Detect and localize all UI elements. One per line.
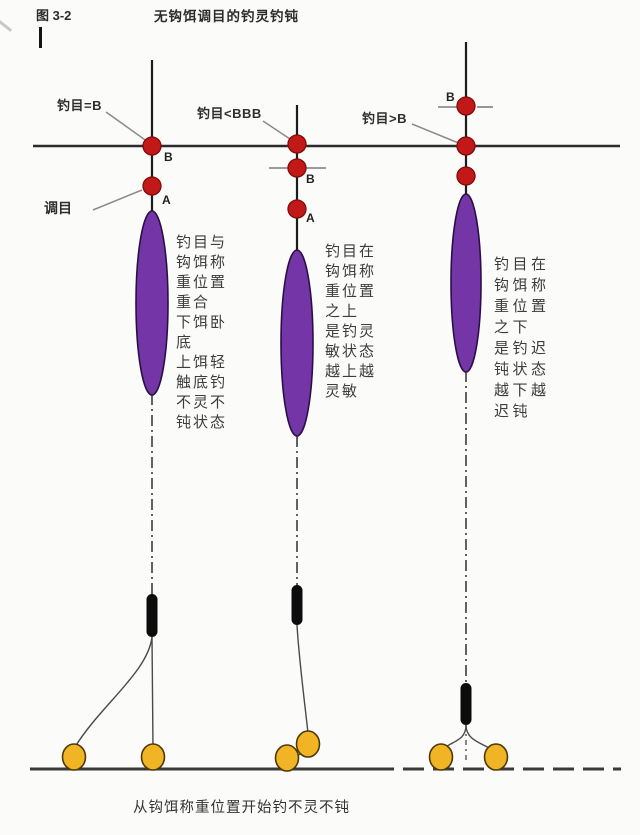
desc-line: 之下 [494, 319, 532, 336]
left-bead-a [142, 176, 162, 196]
desc-line: 敏状态 [325, 343, 377, 360]
middle-hooklink [296, 624, 309, 734]
desc-line: 灵敏 [325, 383, 360, 400]
right-bead-waterline [456, 136, 476, 156]
tiao-mu-label: 调目 [44, 200, 72, 216]
middle-condition-pointer-line [262, 120, 294, 142]
left-bead-a-letter: A [162, 193, 171, 207]
right-description-block: 钓目在 钩饵称 重位置 之下 是钓迟 钝状态 越下越 迟钝 [494, 254, 550, 422]
desc-line: 触底钓 [176, 374, 228, 391]
desc-line: 钓目在 [494, 256, 550, 273]
left-condition-pointer-line [105, 111, 149, 143]
right-bait-right [483, 743, 509, 771]
middle-bait-raised [295, 730, 321, 758]
left-condition-label: 钓目=B [57, 98, 102, 113]
middle-bead-a [287, 199, 307, 219]
middle-float-body [280, 249, 314, 437]
desc-line: 重位置 [494, 298, 550, 315]
desc-line: 下饵卧 [176, 314, 228, 331]
desc-line: 钩饵称 [494, 277, 550, 294]
left-hooklink-straight [151, 636, 154, 749]
desc-line: 越上越 [325, 363, 377, 380]
left-description-block: 钓目与 钩饵称 重位置 重合 下饵卧 底 上饵轻 触底钓 不灵不 钝状态 [176, 233, 227, 433]
desc-line: 之上 [325, 303, 360, 320]
desc-line: 底 [176, 334, 194, 351]
right-bait-left [428, 743, 454, 771]
right-bead-b-above-water [456, 96, 476, 116]
desc-line: 迟钝 [494, 403, 532, 420]
desc-line: 钝状态 [494, 361, 550, 378]
figure-tick-mark [39, 27, 42, 48]
desc-line: 钩饵称 [176, 254, 228, 271]
middle-sinker [291, 585, 303, 625]
desc-line: 重合 [176, 294, 211, 311]
desc-line: 重位置 [325, 283, 377, 300]
figure-number-label: 图 3-2 [36, 8, 72, 23]
left-float-body [135, 210, 169, 396]
desc-line: 不灵不 [176, 394, 228, 411]
left-bait-right [140, 743, 166, 771]
desc-line: 是钓迟 [494, 340, 550, 357]
middle-bead-b-letter: B [306, 172, 315, 186]
diagram-title: 无钩饵调目的钓灵钓钝 [154, 9, 299, 24]
middle-description-block: 钓目在 钩饵称 重位置 之上 是钓灵 敏状态 越上越 灵敏 [325, 242, 376, 402]
right-hooklink-right [465, 724, 493, 751]
middle-condition-label: 钓目<BBB [197, 106, 262, 121]
desc-line: 钓目在 [325, 243, 377, 260]
desc-line: 重位置 [176, 274, 228, 291]
bottom-caption: 从钩饵称重位置开始钓不灵不钝 [133, 800, 350, 816]
left-bead-b-letter: B [164, 150, 173, 164]
right-sinker [460, 683, 472, 725]
right-bead-lower [456, 166, 476, 186]
desc-line: 钩饵称 [325, 263, 377, 280]
left-hooklink-curve [74, 636, 153, 748]
right-bead-b-letter: B [446, 90, 455, 104]
middle-bead-a-letter: A [306, 211, 315, 225]
right-float-body [450, 193, 482, 373]
middle-bead-b [287, 158, 307, 178]
desc-line: 越下越 [494, 382, 550, 399]
middle-bead-waterline [287, 134, 307, 154]
left-bait-left [61, 743, 87, 771]
tiao-mu-pointer-line [92, 189, 143, 211]
left-sinker [146, 594, 158, 637]
desc-line: 钝状态 [176, 414, 228, 431]
left-bead-waterline [142, 136, 162, 156]
desc-line: 上饵轻 [176, 354, 228, 371]
right-condition-label: 钓目>B [362, 111, 407, 126]
desc-line: 钓目与 [176, 234, 228, 251]
desc-line: 是钓灵 [325, 323, 377, 340]
middle-bait-grounded [274, 744, 300, 772]
right-condition-pointer-line [411, 123, 462, 145]
